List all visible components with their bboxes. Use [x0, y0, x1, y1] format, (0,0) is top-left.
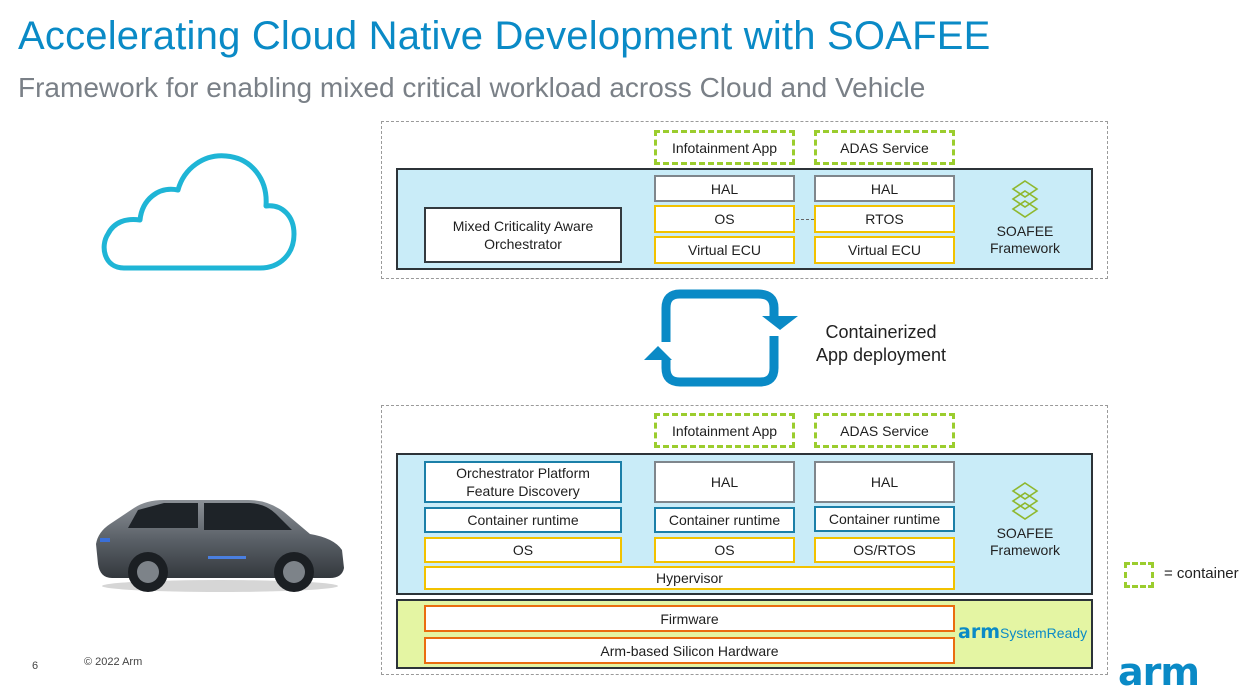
vehicle-soafee-framework: SOAFEE Framework: [983, 481, 1067, 559]
cloud-container-adas: ADAS Service: [814, 130, 955, 165]
soafee-logo-icon: [1011, 180, 1039, 218]
cloud-os-1: OS: [654, 205, 795, 233]
arm-logo: arm: [1118, 650, 1200, 694]
deploy-label: Containerized App deployment: [815, 322, 947, 365]
container-runtime-1: Container runtime: [424, 507, 622, 533]
vehicle-os-rtos: OS/RTOS: [814, 537, 955, 563]
cloud-stack-frame: [381, 121, 1108, 279]
systemready-text: SystemReady: [1000, 625, 1088, 641]
container-runtime-2: Container runtime: [654, 507, 795, 533]
deploy-cycle-icon: [644, 289, 798, 387]
vehicle-os-1: OS: [424, 537, 622, 563]
cloud-container-infotainment: Infotainment App: [654, 130, 795, 165]
soafee-framework-label: SOAFEE Framework: [989, 525, 1060, 558]
hypervisor: Hypervisor: [424, 566, 955, 590]
vehicle-stack-frame: [381, 405, 1108, 675]
car-image: [96, 500, 344, 592]
arm-systemready-logo: armSystemReady: [958, 621, 1087, 643]
cloud-rtos: RTOS: [814, 205, 955, 233]
cloud-hal-2: HAL: [814, 175, 955, 202]
page-subtitle: Framework for enabling mixed critical wo…: [18, 72, 926, 103]
cloud-virtual-ecu-2: Virtual ECU: [814, 236, 955, 264]
firmware: Firmware: [424, 605, 955, 632]
soafee-framework-label: SOAFEE Framework: [989, 223, 1060, 256]
cloud-icon: [101, 153, 297, 271]
container-runtime-3: Container runtime: [814, 506, 955, 532]
legend-label: = container: [1164, 565, 1239, 582]
legend-container-swatch: [1124, 562, 1154, 588]
cloud-virtual-ecu-1: Virtual ECU: [654, 236, 795, 264]
systemready-brand: arm: [958, 621, 1000, 643]
vehicle-hal-2: HAL: [814, 461, 955, 503]
cloud-hal-1: HAL: [654, 175, 795, 202]
vehicle-container-infotainment: Infotainment App: [654, 413, 795, 448]
page-title: Accelerating Cloud Native Development wi…: [18, 14, 991, 58]
copyright: © 2022 Arm: [84, 656, 143, 668]
orchestrator-platform-feature-discovery: Orchestrator Platform Feature Discovery: [424, 461, 622, 503]
cloud-soafee-framework: SOAFEE Framework: [983, 179, 1067, 257]
soafee-logo-icon: [1011, 482, 1039, 520]
arm-silicon-hardware: Arm-based Silicon Hardware: [424, 637, 955, 664]
os-rtos-link: [796, 219, 814, 220]
page-number: 6: [32, 660, 39, 672]
cloud-orchestrator: Mixed Criticality Aware Orchestrator: [424, 207, 622, 263]
vehicle-container-adas: ADAS Service: [814, 413, 955, 448]
vehicle-hal-1: HAL: [654, 461, 795, 503]
vehicle-os-2: OS: [654, 537, 795, 563]
